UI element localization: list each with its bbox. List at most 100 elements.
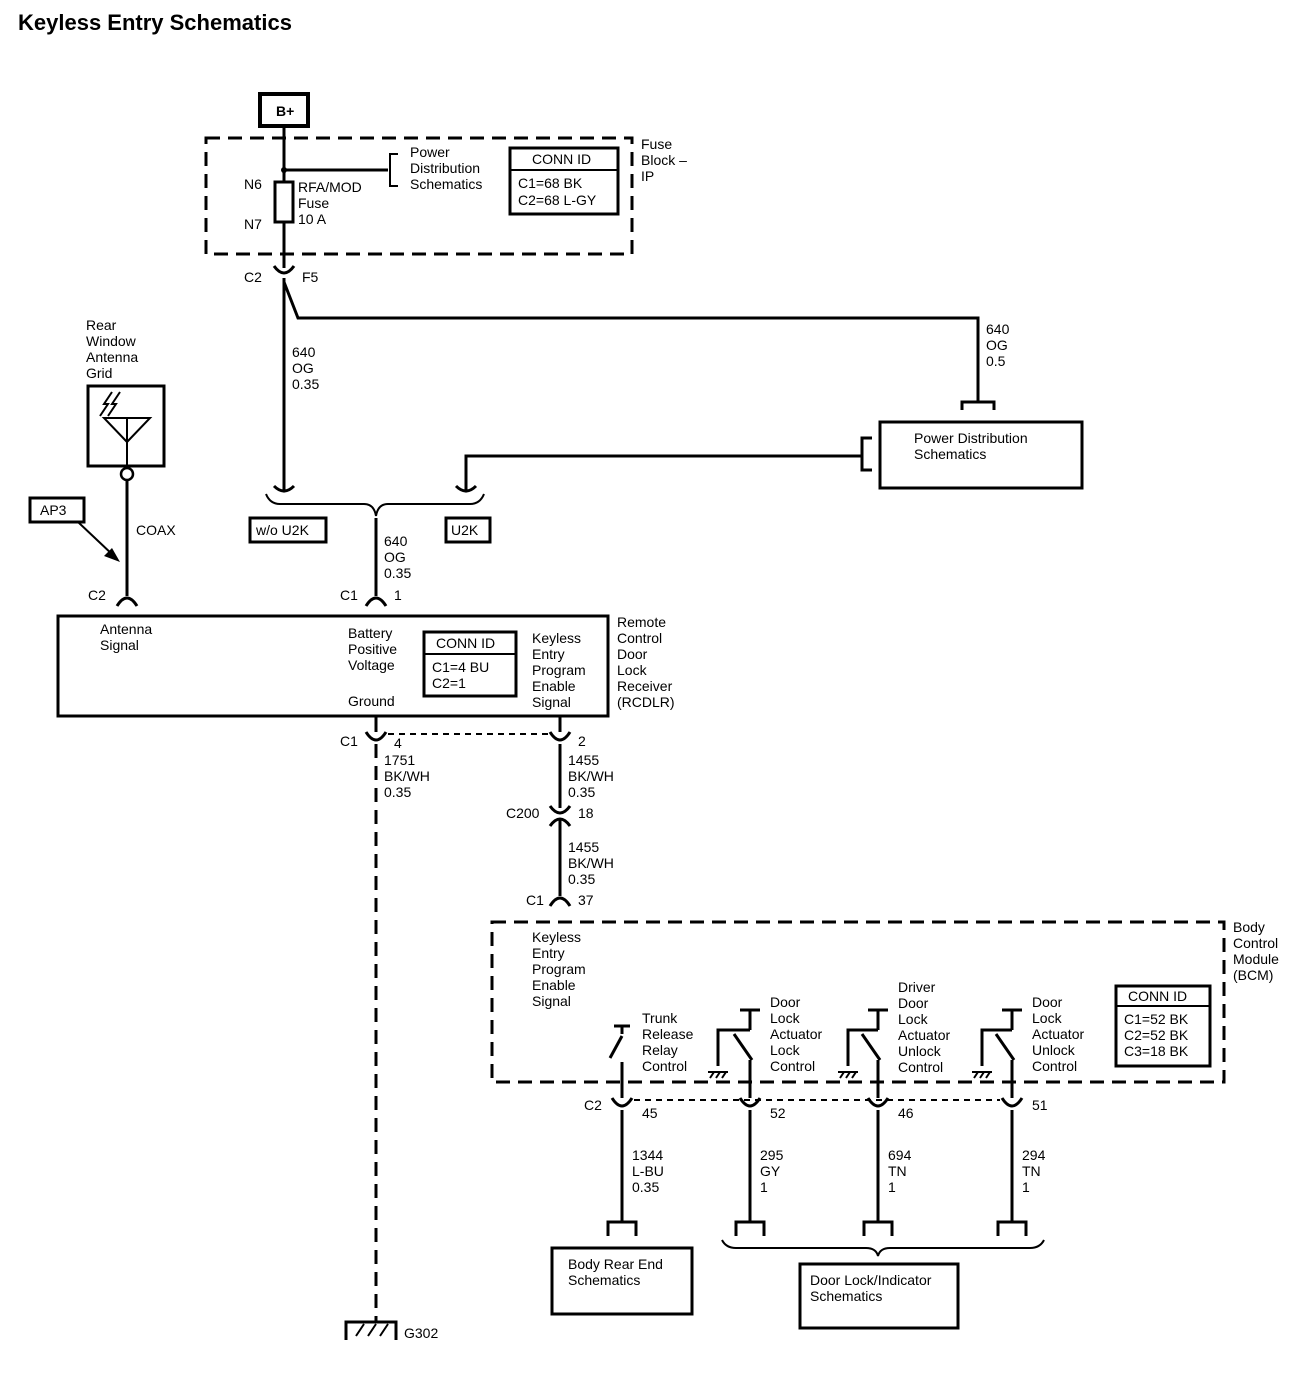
fuse-block-label: Fuse Block – IP [641,136,691,184]
trunk-switch-icon [608,1024,630,1098]
bcm-keyless-signal: Keyless Entry Program Enable Signal [532,929,590,1009]
conn-id-header: CONN ID [532,151,591,167]
svg-text:C2: C2 [584,1097,602,1113]
pds-box-top-bracket [960,400,996,410]
trunk-release-label: Trunk Release Relay Control [642,1010,697,1074]
svg-text:CONN ID: CONN ID [436,635,495,651]
svg-text:2: 2 [578,733,586,749]
svg-text:1: 1 [394,587,402,603]
option-brace [265,493,485,517]
svg-text:C2=1: C2=1 [432,675,466,691]
ground-icon [344,1320,398,1340]
bcm-c2-connectors [610,1097,1024,1108]
driver-unlock-label: Driver Door Lock Actuator Unlock Control [898,979,954,1075]
terminal-brackets [606,1220,1045,1257]
wire-295-label: 295 GY 1 [760,1147,787,1195]
wire-640-og-035-rcdlr-label: 640 OG 0.35 [384,533,411,581]
svg-text:C1=52 BK: C1=52 BK [1124,1011,1189,1027]
rcdlr-antenna-signal: Antenna Signal [100,621,156,653]
rcdlr-keyless-signal: Keyless Entry Program Enable Signal [532,630,590,710]
option-wo-u2k [248,516,328,544]
pds-ref-label: Power Distribution Schematics [410,144,484,192]
svg-text:C1=4 BU: C1=4 BU [432,659,489,675]
wire-640-og-05 [282,281,980,402]
rcdlr-c1-keyless-connector [548,731,572,742]
antenna-label: Rear Window Antenna Grid [86,317,142,381]
fuse-pin-n7: N7 [244,216,262,232]
svg-text:w/o U2K: w/o U2K [255,522,310,538]
svg-text:4: 4 [394,735,402,751]
rcdlr-c1-battery-connector [364,596,388,607]
antenna-icon [99,391,153,466]
svg-text:U2K: U2K [451,522,479,538]
svg-text:C2=52 BK: C2=52 BK [1124,1027,1189,1043]
unlock-control-label: Door Lock Actuator Unlock Control [1032,994,1088,1074]
wire-1751-label: 1751 BK/WH 0.35 [384,752,434,800]
wire-1344-label: 1344 L-BU 0.35 [632,1147,668,1195]
lock-control-label: Door Lock Actuator Lock Control [770,994,826,1074]
svg-text:C1=68 BK: C1=68 BK [518,175,583,191]
pds-box-label: Power Distribution Schematics [914,430,1032,462]
fuse-block-conn-id [508,146,620,216]
fuse-pin-n6: N6 [244,176,262,192]
fuse-label: RFA/MOD Fuse 10 A [298,179,366,227]
door-lock-indicator-label: Door Lock/Indicator Schematics [810,1272,935,1304]
svg-text:45: 45 [642,1105,658,1121]
svg-text:C1: C1 [526,892,544,908]
bcm-label: Body Control Module (BCM) [1233,919,1283,983]
pds-box [878,420,1084,490]
option-u2k [444,516,492,544]
svg-text:CONN ID: CONN ID [1128,988,1187,1004]
bplus-label: B+ [276,103,294,119]
ground-g302-label: G302 [404,1325,438,1341]
wire-294-label: 294 TN 1 [1022,1147,1049,1195]
fuse-block-outline [204,136,634,256]
lock-switch-icon [708,1008,760,1098]
c200-connector [548,805,572,815]
svg-text:18: 18 [578,805,594,821]
wire-1455-b-label: 1455 BK/WH 0.35 [568,839,618,887]
connector-c2-f5 [272,265,296,275]
svg-text:46: 46 [898,1105,914,1121]
unlock-switch-icon [972,1008,1022,1098]
bcm-outline [490,920,1226,1084]
wire-pds-u2k [464,454,862,490]
bcm-conn-id [1114,984,1212,1068]
rcdlr-c1-ground-connector [364,731,388,742]
rcdlr-conn-id [422,630,518,698]
driver-unlock-switch-icon [838,1008,888,1098]
page-title: Keyless Entry Schematics [18,10,292,35]
svg-text:51: 51 [1032,1097,1048,1113]
wire-1455-a-label: 1455 BK/WH 0.35 [568,752,618,800]
ap3-box [28,496,86,524]
coax-label: COAX [136,522,176,538]
svg-text:C2: C2 [244,269,262,285]
svg-text:C3=18 BK: C3=18 BK [1124,1043,1189,1059]
rcdlr-label: Remote Control Door Lock Receiver (RCDLR… [617,614,676,710]
door-lock-indicator-box [798,1262,960,1330]
svg-text:F5: F5 [302,269,319,285]
body-rear-end-label: Body Rear End Schematics [568,1256,667,1288]
svg-text:AP3: AP3 [40,502,67,518]
rcdlr-battery-voltage: Battery Positive Voltage [348,625,401,673]
svg-text:C1: C1 [340,733,358,749]
wire-694-label: 694 TN 1 [888,1147,915,1195]
fuse-icon [273,180,295,224]
svg-text:C200: C200 [506,805,540,821]
svg-text:C1: C1 [340,587,358,603]
svg-text:52: 52 [770,1105,786,1121]
rcdlr-c2-connector [115,596,139,607]
rcdlr-ground: Ground [348,693,395,709]
antenna-terminal [119,466,135,482]
pds-ref-bracket [389,153,398,187]
pds-box-side-bracket [860,436,872,472]
wire-640-og-035-label: 640 OG 0.35 [292,344,319,392]
svg-text:C2=68 L-GY: C2=68 L-GY [518,192,597,208]
svg-text:37: 37 [578,892,594,908]
bcm-c1-connector [548,896,572,907]
body-rear-end-box [550,1246,694,1316]
wire-640-og-05-label: 640 OG 0.5 [986,321,1013,369]
svg-text:C2: C2 [88,587,106,603]
ap3-arrow [77,521,115,557]
